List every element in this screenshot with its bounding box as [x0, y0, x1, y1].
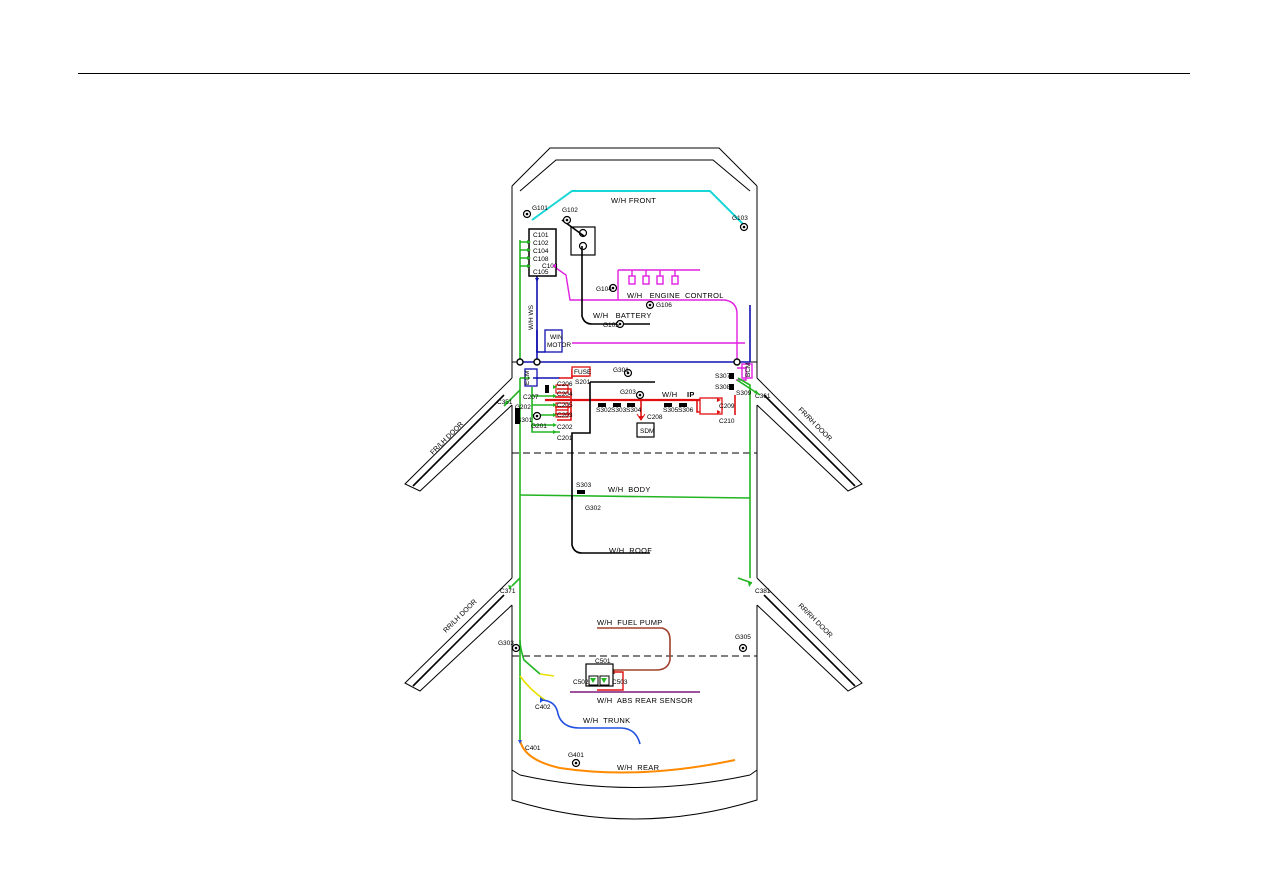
c208-label: C208	[647, 414, 663, 421]
c103-label: C103	[542, 263, 558, 270]
body-harness-wire	[503, 240, 761, 740]
c201-label: C201	[557, 435, 573, 442]
g305-label: G305	[735, 634, 751, 641]
c206-label: C206	[557, 381, 573, 388]
bcm-label: BCM	[745, 363, 752, 377]
red-component-boxes	[571, 366, 723, 415]
blue-harness-wire	[520, 270, 751, 387]
ip-harness-label: IP	[687, 390, 695, 399]
body-harness-label: W/H BODY	[608, 485, 651, 494]
s301-label: S301	[517, 417, 533, 424]
c351-label: C351	[497, 399, 513, 406]
g102-label: G102	[562, 207, 578, 214]
c502-label: C502	[573, 679, 589, 686]
roof-harness-label: W/H ROOF	[609, 546, 652, 555]
g202-label: G202	[515, 404, 531, 411]
c209-label: C209	[719, 403, 735, 410]
c105-label: C105	[533, 269, 549, 276]
roof-harness-wire	[571, 381, 655, 554]
connector-arrows	[504, 240, 760, 744]
s305-label: S305	[663, 407, 679, 414]
c361-label: C361	[755, 393, 771, 400]
c503-label: C503	[612, 679, 628, 686]
ecm-label: ECM	[524, 371, 531, 385]
rear-harness-label: W/H REAR	[617, 763, 660, 772]
front-harness-wire	[531, 190, 746, 227]
ground-dots	[514, 212, 746, 765]
s303b-label: S303	[576, 482, 592, 489]
s309-label: S309	[736, 390, 752, 397]
fuel-pump-harness-label: W/H FUEL PUMP	[597, 618, 663, 627]
c203-label: C203	[557, 412, 573, 419]
sdm-label: SDM	[640, 428, 654, 435]
c102-label: C102	[533, 240, 549, 247]
g302-label: G302	[585, 505, 601, 512]
s306-label: S306	[678, 407, 694, 414]
c205-label: C205	[557, 402, 573, 409]
s303-label: S303	[611, 407, 627, 414]
g303-label: G303	[498, 640, 514, 647]
g201-label: G201	[531, 423, 547, 430]
wiper-motor-label-1: WIN	[550, 334, 563, 341]
g301-label: G301	[613, 367, 629, 374]
g104-label: G104	[596, 286, 612, 293]
g106-label: G106	[656, 302, 672, 309]
s308-label: S308	[715, 384, 731, 391]
c381-label: C381	[755, 588, 771, 595]
c402-label: C402	[535, 704, 551, 711]
c207-label: C207	[523, 394, 539, 401]
abs-harness-label: W/H ABS REAR SENSOR	[597, 696, 693, 705]
c210-label: C210	[719, 418, 735, 425]
battery-harness-label: W/H BATTERY	[593, 311, 652, 320]
g101-label: G101	[532, 205, 548, 212]
frrh-door-label: FR/RH DOOR	[797, 406, 833, 442]
front-harness-label: W/H FRONT	[611, 196, 656, 205]
g203-label: G203	[620, 389, 636, 396]
s201-label: S201	[575, 379, 591, 386]
c371-label: C371	[500, 588, 516, 595]
s307-label: S307	[715, 373, 731, 380]
trunk-harness-label: W/H TRUNK	[583, 716, 630, 725]
s302-label: S302	[596, 407, 612, 414]
c101-label: C101	[533, 232, 549, 239]
g103-label: G103	[732, 215, 748, 222]
g401-label: G401	[568, 752, 584, 759]
rear-harness-wire	[519, 739, 736, 774]
g105-label: G105	[603, 322, 619, 329]
fuel-pump-harness-wire	[597, 627, 671, 674]
wiper-harness-label: W/H WS	[528, 304, 535, 330]
engine-harness-label: W/H ENGINE CONTROL	[627, 291, 724, 300]
c202-label: C202	[557, 424, 573, 431]
c108-label: C108	[533, 256, 549, 263]
c104-label: C104	[533, 248, 549, 255]
engine-control-harness-wire	[555, 267, 753, 381]
s304-label: S304	[626, 407, 642, 414]
ip-harness-prefix: W/H	[662, 390, 677, 399]
components	[515, 228, 734, 687]
wiper-motor-label-2: MOTOR	[547, 342, 571, 349]
vehicle-outline	[404, 147, 863, 820]
junction-nodes	[516, 358, 741, 366]
c401-label: C401	[525, 745, 541, 752]
header-rule	[78, 73, 1190, 74]
battery-harness-wire	[561, 219, 650, 325]
c501-label: C501	[595, 658, 611, 665]
c204-label: C204	[557, 391, 573, 398]
fuse-label: FUSE	[574, 369, 592, 376]
trunk-harness-wire	[539, 699, 641, 745]
yellow-harness-wire	[519, 673, 555, 701]
